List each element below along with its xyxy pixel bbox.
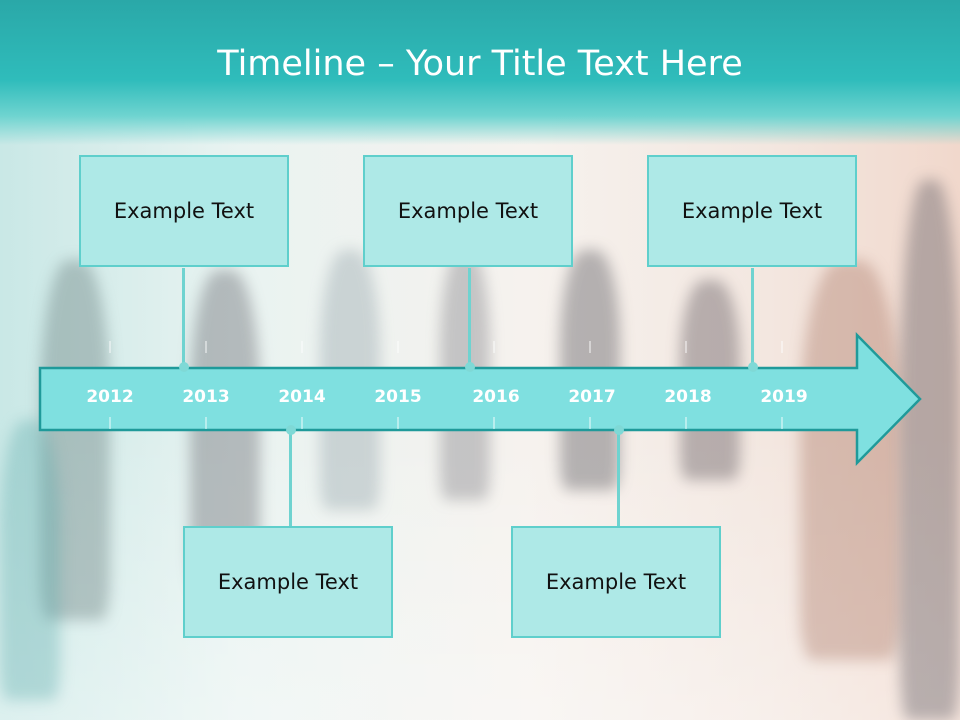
- year-label-2018: 2018: [664, 387, 712, 407]
- year-label-2017: 2017: [568, 387, 616, 407]
- connector-4: [289, 430, 292, 527]
- event-box-1: Example Text: [79, 155, 289, 267]
- connector-dot-5: [614, 425, 624, 435]
- connector-1: [182, 268, 185, 366]
- event-box-3: Example Text: [647, 155, 857, 267]
- connector-dot-3: [748, 362, 758, 372]
- year-label-2013: 2013: [182, 387, 230, 407]
- connector-dot-1: [179, 362, 189, 372]
- event-box-4: Example Text: [183, 526, 393, 638]
- connector-3: [751, 268, 754, 366]
- connector-dot-2: [465, 362, 475, 372]
- connector-2: [468, 268, 471, 366]
- connector-5: [617, 430, 620, 527]
- year-label-2019: 2019: [760, 387, 808, 407]
- year-label-2016: 2016: [472, 387, 520, 407]
- year-label-2012: 2012: [86, 387, 134, 407]
- event-box-5: Example Text: [511, 526, 721, 638]
- year-label-2015: 2015: [374, 387, 422, 407]
- connector-dot-4: [286, 425, 296, 435]
- title-banner: Timeline – Your Title Text Here: [0, 0, 960, 145]
- year-label-2014: 2014: [278, 387, 326, 407]
- event-box-2: Example Text: [363, 155, 573, 267]
- slide-title: Timeline – Your Title Text Here: [217, 44, 743, 84]
